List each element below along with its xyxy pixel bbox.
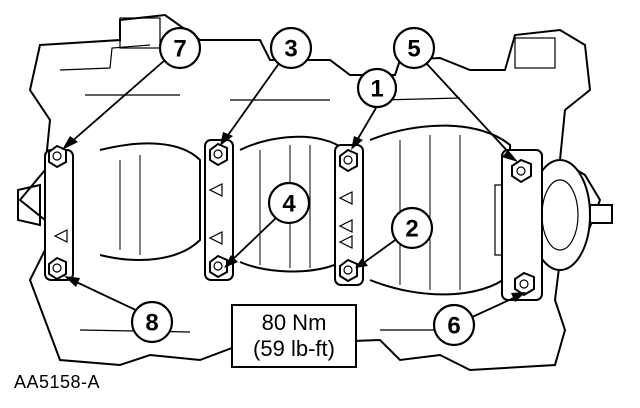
bolt-1 xyxy=(339,148,358,173)
callout-2: 2 xyxy=(390,206,434,250)
bolt-6 xyxy=(514,271,535,297)
cap-arrow-mark xyxy=(53,229,68,243)
bolt-4 xyxy=(209,254,228,279)
callout-6: 6 xyxy=(432,303,476,347)
bolt-7 xyxy=(48,144,67,169)
callout-8: 8 xyxy=(130,300,174,344)
callout-label: 3 xyxy=(284,36,297,63)
crankshaft xyxy=(17,124,613,296)
figure-reference-code: AA5158-A xyxy=(14,372,101,392)
bearing-cap-right xyxy=(501,149,543,301)
callout-label: 6 xyxy=(447,313,460,340)
bearing-cap-center-left xyxy=(204,139,234,281)
torque-spec-box: 80 Nm (59 lb-ft) xyxy=(231,304,357,368)
callout-label: 1 xyxy=(370,76,383,103)
bolt-2 xyxy=(339,258,358,283)
callout-label: 5 xyxy=(407,36,420,63)
callout-label: 8 xyxy=(145,310,158,337)
bearing-cap-center-right xyxy=(334,144,364,286)
callout-5: 5 xyxy=(392,26,436,70)
callout-label: 7 xyxy=(173,36,186,63)
callout-label: 2 xyxy=(405,216,418,243)
torque-metric: 80 Nm xyxy=(261,310,327,335)
callout-label: 4 xyxy=(282,191,296,218)
bolt-8 xyxy=(48,256,67,281)
callout-4: 4 xyxy=(267,181,311,225)
bolt-3 xyxy=(209,142,228,167)
callout-3: 3 xyxy=(269,26,313,70)
bolt-5 xyxy=(511,158,532,184)
torque-imperial: (59 lb-ft) xyxy=(253,336,335,361)
leader-lines xyxy=(62,59,526,319)
callout-1: 1 xyxy=(356,67,398,109)
callout-7: 7 xyxy=(158,26,202,70)
